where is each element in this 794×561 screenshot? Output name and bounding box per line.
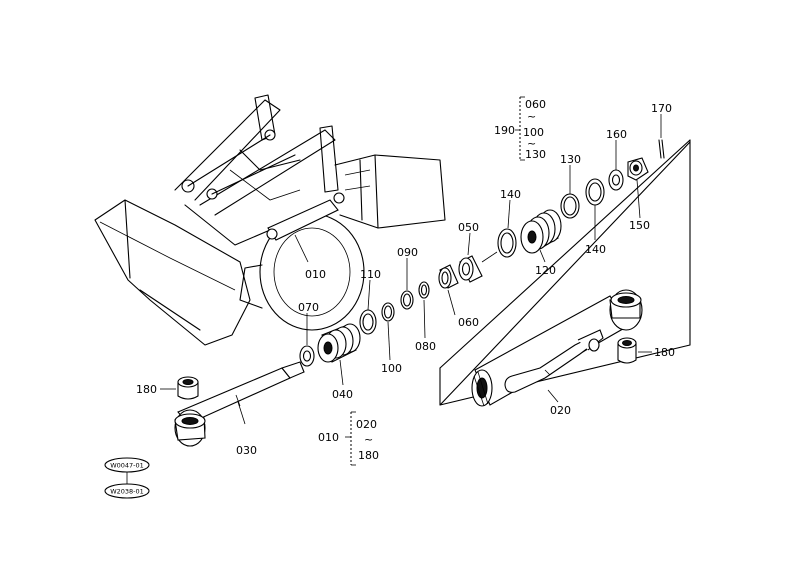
- label-020[interactable]: 020: [550, 404, 571, 417]
- label-010-group[interactable]: 010: [318, 431, 339, 444]
- label-100[interactable]: 100: [381, 362, 402, 375]
- part-140-left: [497, 199, 517, 258]
- label-120[interactable]: 120: [535, 264, 556, 277]
- part-labels: 010 070 110 090 050 140 130 160 170 150 …: [136, 98, 675, 462]
- part-120-gland: [520, 209, 562, 263]
- part-100: [381, 302, 395, 361]
- label-190-mid: 100: [523, 126, 544, 139]
- ref-badge-2[interactable]: W2038-01: [110, 488, 144, 496]
- label-060-lower[interactable]: 060: [458, 316, 479, 329]
- cylinder-tube-020: [439, 139, 691, 407]
- group-010-bracket: [345, 411, 356, 466]
- piston-040: [317, 323, 361, 386]
- label-010-from: 020: [356, 418, 377, 431]
- label-130[interactable]: 130: [560, 153, 581, 166]
- label-010-on-loader[interactable]: 010: [305, 268, 326, 281]
- part-130: [560, 165, 580, 219]
- part-110: [359, 279, 377, 335]
- label-070[interactable]: 070: [298, 301, 319, 314]
- part-170-pin: [658, 114, 665, 159]
- part-160-washer: [608, 140, 624, 191]
- label-010-to: 180: [358, 449, 379, 462]
- part-090: [400, 258, 414, 310]
- reference-badges: W0047-01 W2038-01: [104, 457, 150, 499]
- piston-rod-030: [174, 361, 305, 447]
- label-180-right[interactable]: 180: [654, 346, 675, 359]
- label-090[interactable]: 090: [397, 246, 418, 259]
- label-080[interactable]: 080: [415, 340, 436, 353]
- label-010-tilde: ~: [364, 433, 373, 446]
- label-190-from: 060: [525, 98, 546, 111]
- label-110[interactable]: 110: [360, 268, 381, 281]
- loader-sketch: [94, 94, 446, 346]
- label-050[interactable]: 050: [458, 221, 479, 234]
- ref-badge-2-shape: [104, 483, 150, 499]
- part-060-lower: [438, 264, 459, 316]
- bushing-180-left: [160, 376, 199, 400]
- label-180-left[interactable]: 180: [136, 383, 157, 396]
- part-080: [418, 281, 430, 339]
- label-160[interactable]: 160: [606, 128, 627, 141]
- part-050: [458, 232, 483, 283]
- label-040[interactable]: 040: [332, 388, 353, 401]
- label-190[interactable]: 190: [494, 124, 515, 137]
- label-190-tilde2: ~: [527, 137, 536, 150]
- assembly-axis-line: [481, 251, 498, 263]
- label-170[interactable]: 170: [651, 102, 672, 115]
- bushing-180-right: [617, 337, 652, 364]
- part-150-nut: [627, 157, 649, 219]
- ref-badge-1[interactable]: W0047-01: [110, 462, 144, 470]
- part-070: [299, 313, 315, 367]
- label-030[interactable]: 030: [236, 444, 257, 457]
- label-190-to: 130: [525, 148, 546, 161]
- part-140-right: [585, 178, 605, 240]
- label-150[interactable]: 150: [629, 219, 650, 232]
- group-190-bracket: [515, 96, 525, 161]
- label-140-left[interactable]: 140: [500, 188, 521, 201]
- label-190-tilde: ~: [527, 110, 536, 123]
- label-140-right[interactable]: 140: [585, 243, 606, 256]
